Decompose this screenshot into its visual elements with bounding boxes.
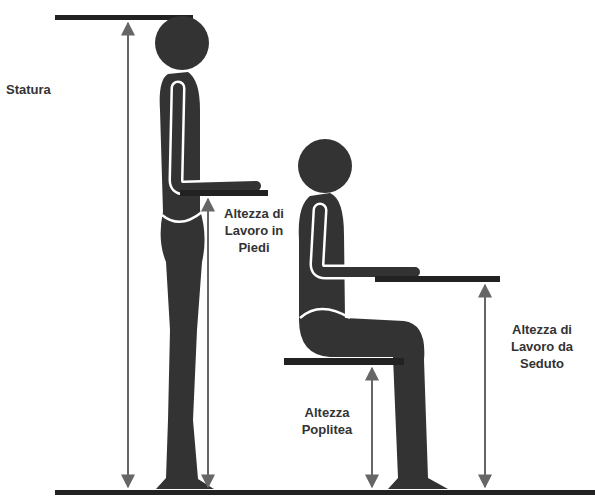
dimension-arrow <box>127 23 129 487</box>
dimension-label: Statura <box>6 82 116 99</box>
standing-work-surface <box>180 190 268 196</box>
dimension-label: Altezza di Lavoro in Piedi <box>212 206 296 257</box>
dimension-arrow <box>207 199 209 487</box>
floor-line <box>55 490 595 495</box>
seat <box>284 358 404 365</box>
dimension-arrow <box>484 285 486 487</box>
dimension-label: Altezza Poplitea <box>290 405 364 439</box>
seated-work-surface <box>375 276 500 282</box>
dimension-arrow <box>371 368 373 487</box>
dimension-label: Altezza di Lavoro da Seduto <box>493 322 591 373</box>
